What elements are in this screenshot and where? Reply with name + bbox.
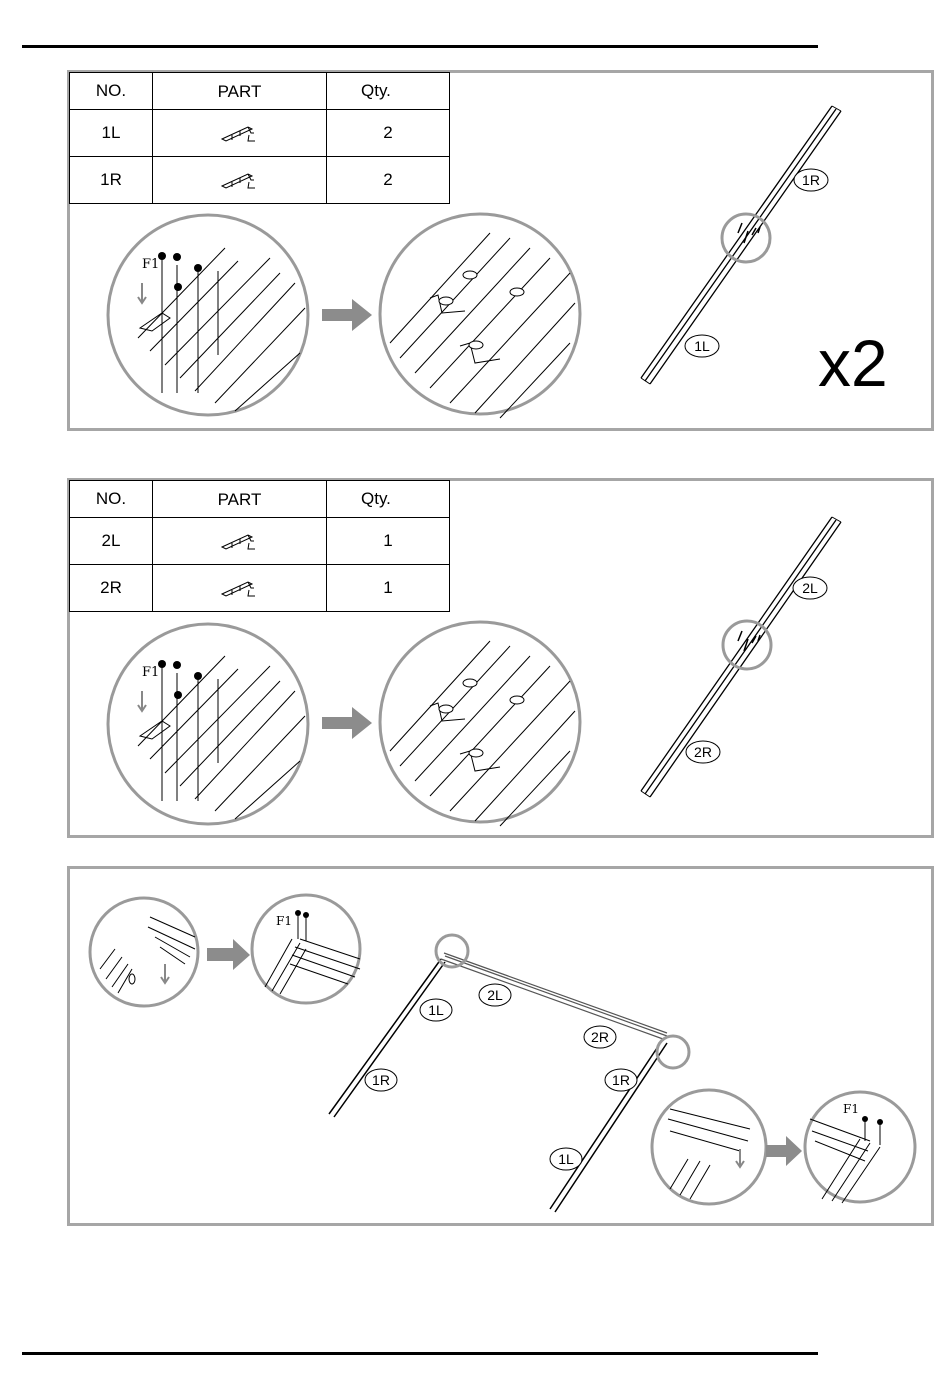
step-1-illustration: F1 1R 1L [70, 73, 937, 434]
detail-before-circle: F1 [108, 215, 308, 415]
part-label: 1L [694, 338, 710, 354]
part-label: 1R [372, 1072, 390, 1088]
part-label: 2L [802, 580, 818, 596]
part-label: 2R [591, 1029, 609, 1045]
step-2-illustration: F1 2L 2R [70, 481, 937, 841]
detail-corner-after-circle: F1 [252, 895, 360, 1003]
fastener-label: F1 [142, 257, 159, 272]
detail-after-circle [380, 622, 580, 826]
part-label: 2R [694, 744, 712, 760]
rail-assembly: 2L 2R [641, 517, 841, 797]
rail-assembly: 1R 1L [641, 106, 841, 384]
arrow-right-icon [322, 707, 372, 739]
fastener-label: F1 [276, 914, 292, 928]
step-2-panel: NO. PART Qty. 2L 1 2R 1 [67, 478, 934, 838]
arrow-right-icon [322, 299, 372, 331]
fastener-label: F1 [142, 665, 159, 680]
part-label: 2L [487, 987, 503, 1003]
detail-corner-before-circle [652, 1090, 766, 1204]
bottom-rule [22, 1352, 818, 1355]
fastener-label: F1 [843, 1102, 859, 1116]
part-label: 1L [428, 1002, 444, 1018]
detail-before-circle: F1 [108, 624, 308, 824]
step-1-panel: NO. PART Qty. 1L 2 1R 2 [67, 70, 934, 431]
part-label: 1R [802, 172, 820, 188]
part-label: 1R [612, 1072, 630, 1088]
step-3-panel: F1 1L 2L 2R 1R 1R 1L [67, 866, 934, 1226]
detail-corner-before-circle [90, 898, 198, 1006]
step-3-illustration: F1 1L 2L 2R 1R 1R 1L [70, 869, 937, 1229]
arrow-right-icon [766, 1136, 802, 1166]
part-label: 1L [558, 1151, 574, 1167]
arrow-right-icon [207, 939, 250, 970]
frame-assembly: 1L 2L 2R 1R 1R 1L [329, 935, 689, 1212]
multiplier-label: x2 [818, 330, 888, 396]
detail-after-circle [380, 214, 580, 418]
top-rule [22, 45, 818, 48]
detail-corner-after-circle: F1 [805, 1092, 915, 1203]
